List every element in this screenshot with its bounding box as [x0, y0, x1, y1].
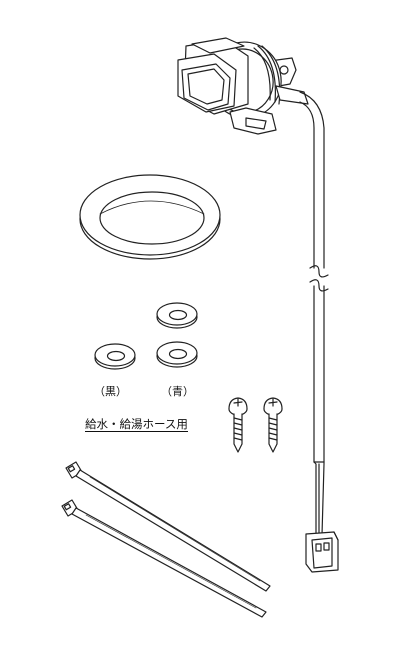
screw-right [263, 397, 283, 453]
washer-blue-top [156, 302, 198, 329]
cable-tie-lower [61, 499, 267, 618]
cable-connector [305, 531, 339, 573]
cable-tie-upper [65, 461, 271, 592]
blue-washer-label: （青） [161, 385, 194, 398]
washer-black [94, 343, 136, 370]
sensor-cable [299, 91, 329, 536]
hose-use-label: 給水・給湯ホース用 [85, 417, 188, 432]
screw-left [228, 397, 248, 453]
sensor-unit [177, 37, 309, 135]
large-packing-ring [79, 174, 221, 260]
black-washer-label: （黒） [94, 385, 127, 398]
washer-blue-bottom [156, 341, 198, 368]
